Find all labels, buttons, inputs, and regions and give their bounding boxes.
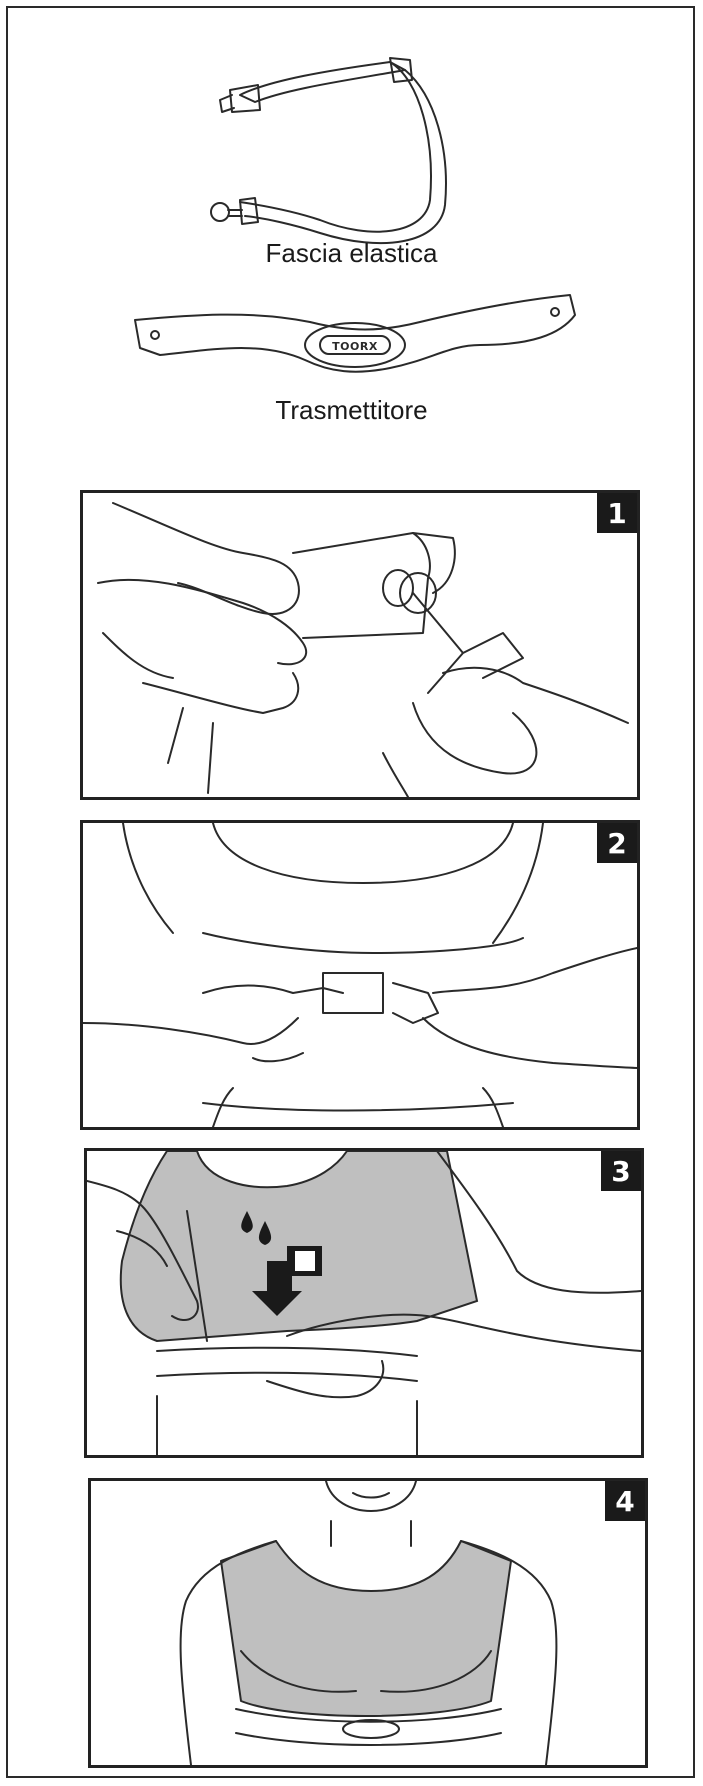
step-4-badge: 4 — [605, 1481, 645, 1521]
wearing-strap-illustration — [87, 1151, 641, 1455]
strap-label: Fascia elastica — [0, 238, 703, 269]
step-2-panel: 2 — [80, 820, 640, 1130]
step-2-badge: 2 — [597, 823, 637, 863]
strap-worn-illustration — [91, 1481, 645, 1765]
step-3-badge: 3 — [601, 1151, 641, 1191]
step-4-panel: 4 — [88, 1478, 648, 1768]
brand-logo: TOORX — [320, 340, 390, 353]
attaching-transmitter-illustration — [83, 823, 637, 1127]
moistening-electrodes-illustration — [83, 493, 637, 797]
transmitter-label: Trasmettitore — [0, 395, 703, 426]
step-3-panel: 3 — [84, 1148, 644, 1458]
step-1-badge: 1 — [597, 493, 637, 533]
step-1-panel: 1 — [80, 490, 640, 800]
